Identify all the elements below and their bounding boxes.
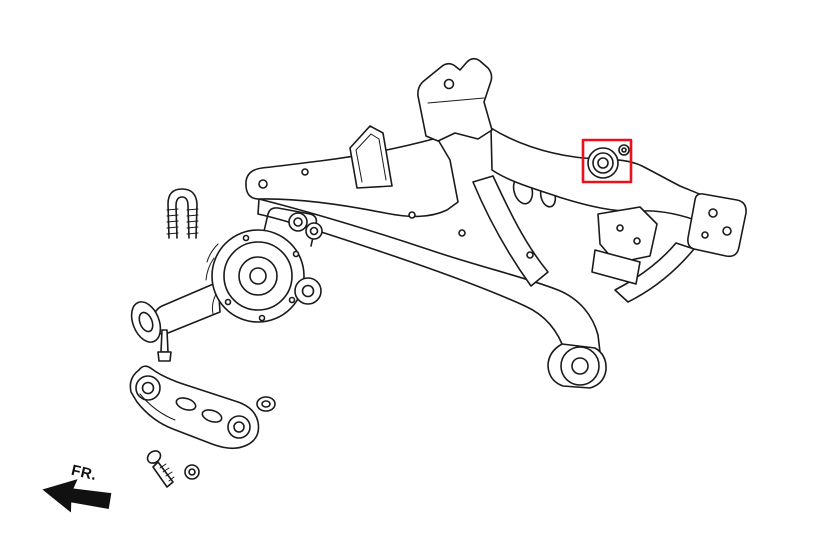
differential-drawing — [130, 207, 323, 362]
line-art-root: FR. — [42, 57, 747, 513]
bolt-drawing — [146, 450, 175, 488]
grommet-drawing — [256, 396, 276, 412]
nut-drawing — [184, 464, 200, 480]
fr-label: FR. — [70, 462, 99, 484]
highlighted-bushing-drawing — [581, 138, 633, 184]
fr-direction-indicator: FR. — [42, 462, 112, 513]
support-bracket-drawing — [129, 365, 260, 450]
u-bolt-drawing — [166, 188, 199, 239]
fr-arrow-icon — [42, 479, 112, 513]
highlight-box — [581, 138, 633, 184]
subframe-drawing — [245, 57, 747, 389]
axle-output-flange — [130, 301, 162, 343]
